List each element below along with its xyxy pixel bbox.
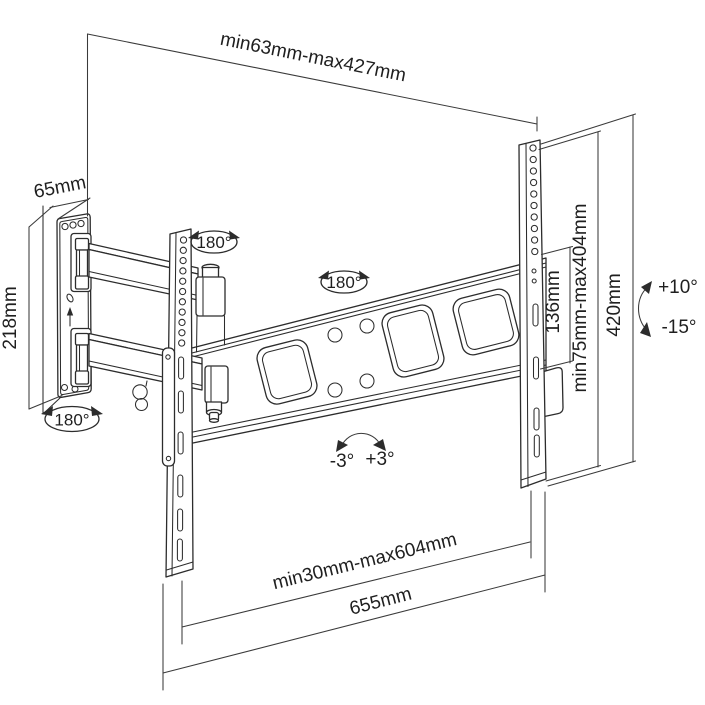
hole-span-label: 136mm	[543, 270, 564, 333]
vesa-cutout-left	[256, 339, 318, 405]
bar-length-dimension: 655mm	[162, 491, 546, 691]
safety-strip	[161, 347, 176, 467]
tilt-up-label: +10°	[658, 277, 698, 298]
vesa-range-label: min75mm-max404mm	[570, 204, 591, 393]
lower-hinge	[70, 327, 92, 388]
top-span-dimension: min63mm-max427mm	[86, 29, 538, 217]
bottom-range-label: min30mm-max604mm	[270, 529, 459, 594]
plate-depth-dimension: 65mm	[28, 172, 91, 228]
up-arrow-marking	[66, 307, 74, 327]
crossbar	[187, 257, 547, 445]
keyhole-slot	[66, 293, 74, 303]
vesa-hole	[359, 318, 375, 334]
rail-height-dimension: 420mm	[540, 113, 637, 487]
elbow-joint-lower	[204, 365, 229, 423]
tilt-down-label: -15°	[661, 317, 696, 338]
hole-span-dimension: 136mm	[539, 245, 574, 370]
plate-height-dimension: 218mm	[0, 226, 63, 410]
swivel-angle-badge-3: 180°	[318, 270, 370, 294]
rail-height-label: 420mm	[604, 273, 625, 336]
swivel-label-3: 180°	[326, 273, 361, 292]
plate-depth-label: 65mm	[32, 172, 88, 203]
plate-screw-hole	[61, 222, 69, 231]
level-adjust-annotation: -3° +3°	[330, 432, 395, 472]
right-tv-rail	[518, 139, 547, 489]
level-left-label: -3°	[330, 451, 355, 472]
bar-length-label: 655mm	[347, 584, 414, 620]
tilt-range-annotation: +10° -15°	[637, 277, 698, 338]
swivel-label-1: 180°	[54, 411, 89, 430]
swivel-angle-badge-1: 180°	[41, 405, 103, 433]
plate-height-label: 218mm	[0, 286, 21, 349]
strap-loop	[132, 380, 149, 412]
vesa-hole	[327, 382, 343, 398]
plate-screw-hole	[77, 219, 85, 228]
vesa-cutout-middle	[381, 304, 445, 378]
vesa-range-dimension: min75mm-max404mm	[538, 130, 602, 482]
upper-hinge	[70, 232, 92, 293]
plate-screw-hole	[69, 221, 77, 229]
swivel-label-2: 180°	[196, 233, 231, 252]
top-span-label: min63mm-max427mm	[218, 29, 407, 87]
plate-screw-hole	[60, 383, 69, 392]
level-right-label: +3°	[365, 449, 394, 470]
elbow-joint-upper	[195, 263, 226, 317]
rail-end-bracket	[541, 367, 564, 418]
elbow-connector	[195, 315, 226, 353]
vesa-hole	[359, 373, 375, 389]
vesa-cutout-right	[452, 288, 520, 356]
swivel-angle-badge-2: 180°	[188, 230, 240, 254]
vesa-hole	[327, 327, 343, 343]
bottom-span-dimension: min30mm-max604mm	[181, 490, 532, 645]
